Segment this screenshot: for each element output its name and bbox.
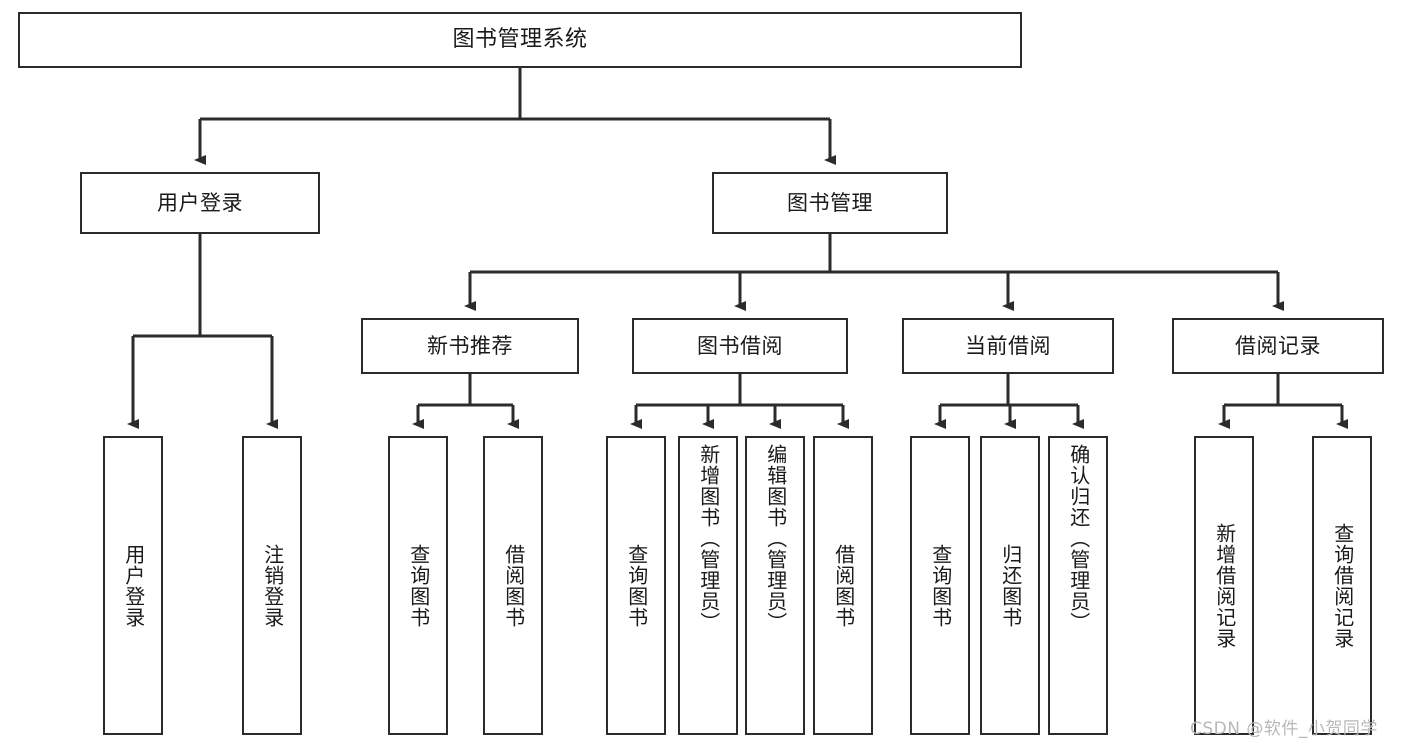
node-leaf-add-book-label: 新增图书（管理员）	[696, 444, 721, 633]
node-user-login-label: 用户登录	[157, 190, 243, 215]
node-leaf-query-book-2[interactable]: 查询图书	[606, 436, 666, 735]
node-leaf-query-record[interactable]: 查询借阅记录	[1312, 436, 1372, 735]
node-leaf-logout-label: 注销登录	[260, 543, 285, 628]
node-leaf-query-book-3[interactable]: 查询图书	[910, 436, 970, 735]
node-leaf-confirm-return-label: 确认归还（管理员）	[1066, 444, 1091, 633]
node-leaf-edit-book-label: 编辑图书（管理员）	[763, 444, 788, 633]
node-leaf-query-record-label: 查询借阅记录	[1330, 522, 1355, 649]
node-leaf-return-book-label: 归还图书	[998, 543, 1023, 628]
node-leaf-query-book-1[interactable]: 查询图书	[388, 436, 448, 735]
node-leaf-borrow-book-2[interactable]: 借阅图书	[813, 436, 873, 735]
node-book-manage[interactable]: 图书管理	[712, 172, 948, 234]
node-leaf-add-record-label: 新增借阅记录	[1212, 522, 1237, 649]
node-leaf-add-book[interactable]: 新增图书（管理员）	[678, 436, 738, 735]
node-leaf-borrow-book-2-label: 借阅图书	[831, 543, 856, 628]
node-borrow-record[interactable]: 借阅记录	[1172, 318, 1384, 374]
node-leaf-add-record[interactable]: 新增借阅记录	[1194, 436, 1254, 735]
node-root[interactable]: 图书管理系统	[18, 12, 1022, 68]
node-current-borrow[interactable]: 当前借阅	[902, 318, 1114, 374]
node-user-login[interactable]: 用户登录	[80, 172, 320, 234]
node-leaf-query-book-3-label: 查询图书	[928, 543, 953, 628]
node-leaf-query-book-2-label: 查询图书	[624, 543, 649, 628]
node-leaf-logout[interactable]: 注销登录	[242, 436, 302, 735]
watermark-text: CSDN @软件_小贺同学	[1190, 719, 1378, 739]
node-leaf-user-login[interactable]: 用户登录	[103, 436, 163, 735]
node-leaf-confirm-return[interactable]: 确认归还（管理员）	[1048, 436, 1108, 735]
node-leaf-user-login-label: 用户登录	[121, 543, 146, 628]
node-book-borrow[interactable]: 图书借阅	[632, 318, 848, 374]
node-leaf-borrow-book-1-label: 借阅图书	[501, 543, 526, 628]
node-current-borrow-label: 当前借阅	[965, 333, 1051, 358]
node-book-borrow-label: 图书借阅	[697, 333, 783, 358]
node-root-label: 图书管理系统	[452, 27, 588, 53]
node-new-book-rec[interactable]: 新书推荐	[361, 318, 579, 374]
watermark: CSDN @软件_小贺同学	[1190, 714, 1378, 739]
node-book-manage-label: 图书管理	[787, 190, 873, 215]
node-borrow-record-label: 借阅记录	[1235, 333, 1321, 358]
node-leaf-return-book[interactable]: 归还图书	[980, 436, 1040, 735]
node-leaf-query-book-1-label: 查询图书	[406, 543, 431, 628]
node-new-book-rec-label: 新书推荐	[427, 333, 513, 358]
node-leaf-edit-book[interactable]: 编辑图书（管理员）	[745, 436, 805, 735]
node-leaf-borrow-book-1[interactable]: 借阅图书	[483, 436, 543, 735]
